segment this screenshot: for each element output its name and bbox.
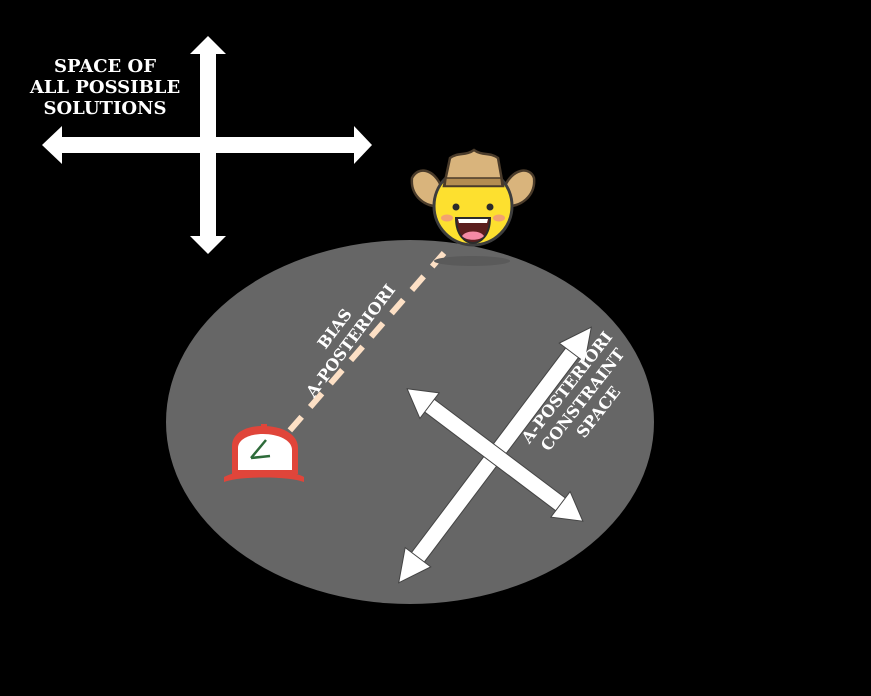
outer-space-label-line-1: SPACE OF bbox=[54, 56, 156, 77]
constraint-upper-right-arrowhead bbox=[558, 326, 592, 364]
baseball-cap-icon bbox=[224, 424, 304, 482]
cowboy-smiley-icon bbox=[410, 148, 536, 266]
outer-space-arrows bbox=[42, 36, 372, 254]
constraint-lower-left-arrowhead bbox=[398, 546, 432, 584]
constraint-lower-right-arrowhead bbox=[549, 490, 584, 522]
outer-up-arrowhead bbox=[190, 36, 226, 54]
constraint-upper-left-arrowhead bbox=[406, 388, 441, 420]
outer-left-arrowhead bbox=[42, 126, 62, 164]
outer-space-label-line-2: ALL POSSIBLE bbox=[29, 77, 181, 98]
outer-right-arrowhead bbox=[354, 126, 372, 164]
constraint-space-arrows bbox=[398, 326, 592, 584]
outer-horizontal-arrow-shaft bbox=[60, 137, 356, 153]
outer-down-arrowhead bbox=[190, 236, 226, 254]
constraint-ellipse bbox=[166, 240, 654, 604]
bias-dashed-line bbox=[282, 251, 447, 438]
outer-space-label-line-3: SOLUTIONS bbox=[43, 98, 167, 119]
outer-space-label: SPACE OF ALL POSSIBLE SOLUTIONS bbox=[20, 56, 190, 119]
